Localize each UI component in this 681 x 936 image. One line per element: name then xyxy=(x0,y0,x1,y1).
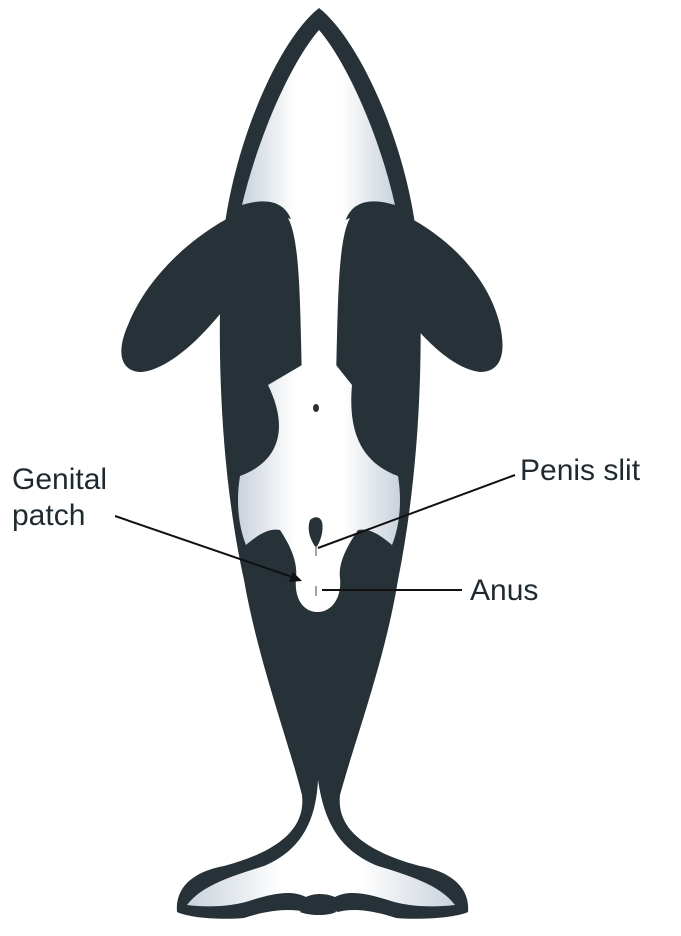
navel xyxy=(313,404,319,412)
anus-label: Anus xyxy=(470,574,538,607)
fluke-white xyxy=(187,780,455,906)
penis-slit-label: Penis slit xyxy=(520,454,641,487)
genital-patch-label-line2: patch xyxy=(12,499,85,532)
genital-patch-label-line1: Genital xyxy=(12,463,107,496)
